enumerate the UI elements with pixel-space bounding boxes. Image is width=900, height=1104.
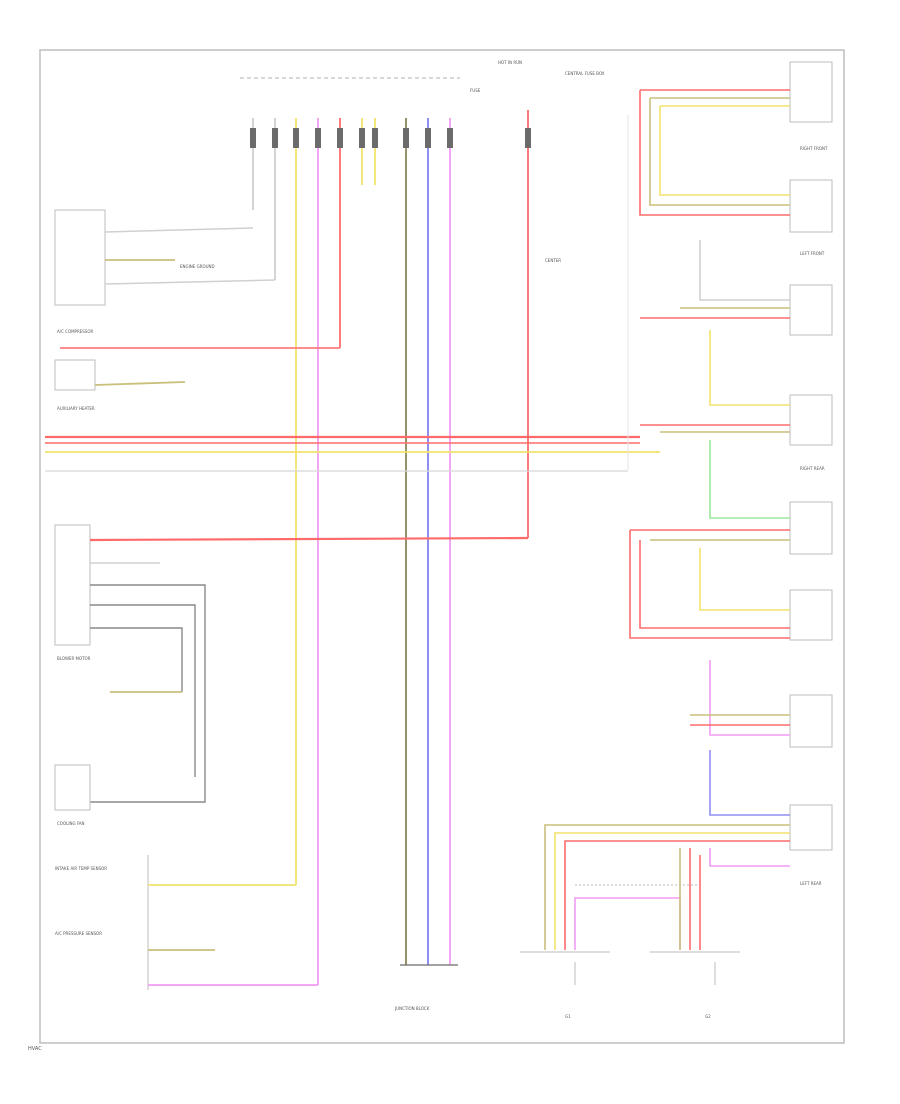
svg-text:G1: G1 (565, 1014, 571, 1019)
right-front-label: RIGHT FRONT (800, 146, 828, 151)
wire-dark-loop-2 (90, 604, 196, 777)
junction-block-label: JUNCTION BLOCK (394, 1006, 430, 1011)
blower-motor-label: BLOWER MOTOR (57, 656, 91, 661)
left-front-label: LEFT FRONT (800, 251, 825, 256)
component-blower-box (54, 524, 91, 646)
right-actuators (789, 61, 833, 851)
component-aux-heater-box (54, 359, 96, 391)
cooling-fan-label: COOLING FAN (57, 821, 85, 826)
top-connector-ticks (250, 128, 531, 148)
right-wires (544, 89, 790, 950)
ground-symbols: G1 G2 (520, 951, 740, 1019)
aux-heater-label: AUXILIARY HEATER (57, 406, 95, 411)
engine-ground-label: ENGINE GROUND (180, 264, 215, 269)
footer-label: HVAC (28, 1046, 42, 1052)
component-cooling-fan-box (54, 764, 91, 811)
wire-yellow-aux (94, 381, 186, 386)
wire-gray-left-2 (104, 279, 276, 285)
ac-pressure-label: A/C PRESSURE SENSOR (55, 931, 102, 936)
center-fuse-label: CENTER (545, 258, 561, 263)
svg-text:G2: G2 (705, 1014, 711, 1019)
fuse-label: FUSE (470, 88, 481, 93)
intake-temp-label: INTAKE AIR TEMP SENSOR (55, 866, 107, 871)
diagram-border (39, 49, 845, 1044)
fuse-block-text: CENTRAL FUSE BOX (565, 71, 605, 76)
left-rear-label: LEFT REAR (800, 881, 822, 886)
wire-dark-loop-3 (90, 627, 183, 692)
fuse-block-label: HOT IN RUN (498, 60, 522, 65)
wire-gray-left-1 (104, 227, 254, 233)
vertical-bus (252, 110, 529, 985)
wire-red-blower (89, 536, 529, 542)
right-rear-label: RIGHT REAR (800, 466, 825, 471)
wire-dark-loop-1 (90, 584, 206, 803)
ac-compressor-label: A/C COMPRESSOR (57, 329, 93, 334)
component-ac-compressor-box (54, 209, 106, 306)
